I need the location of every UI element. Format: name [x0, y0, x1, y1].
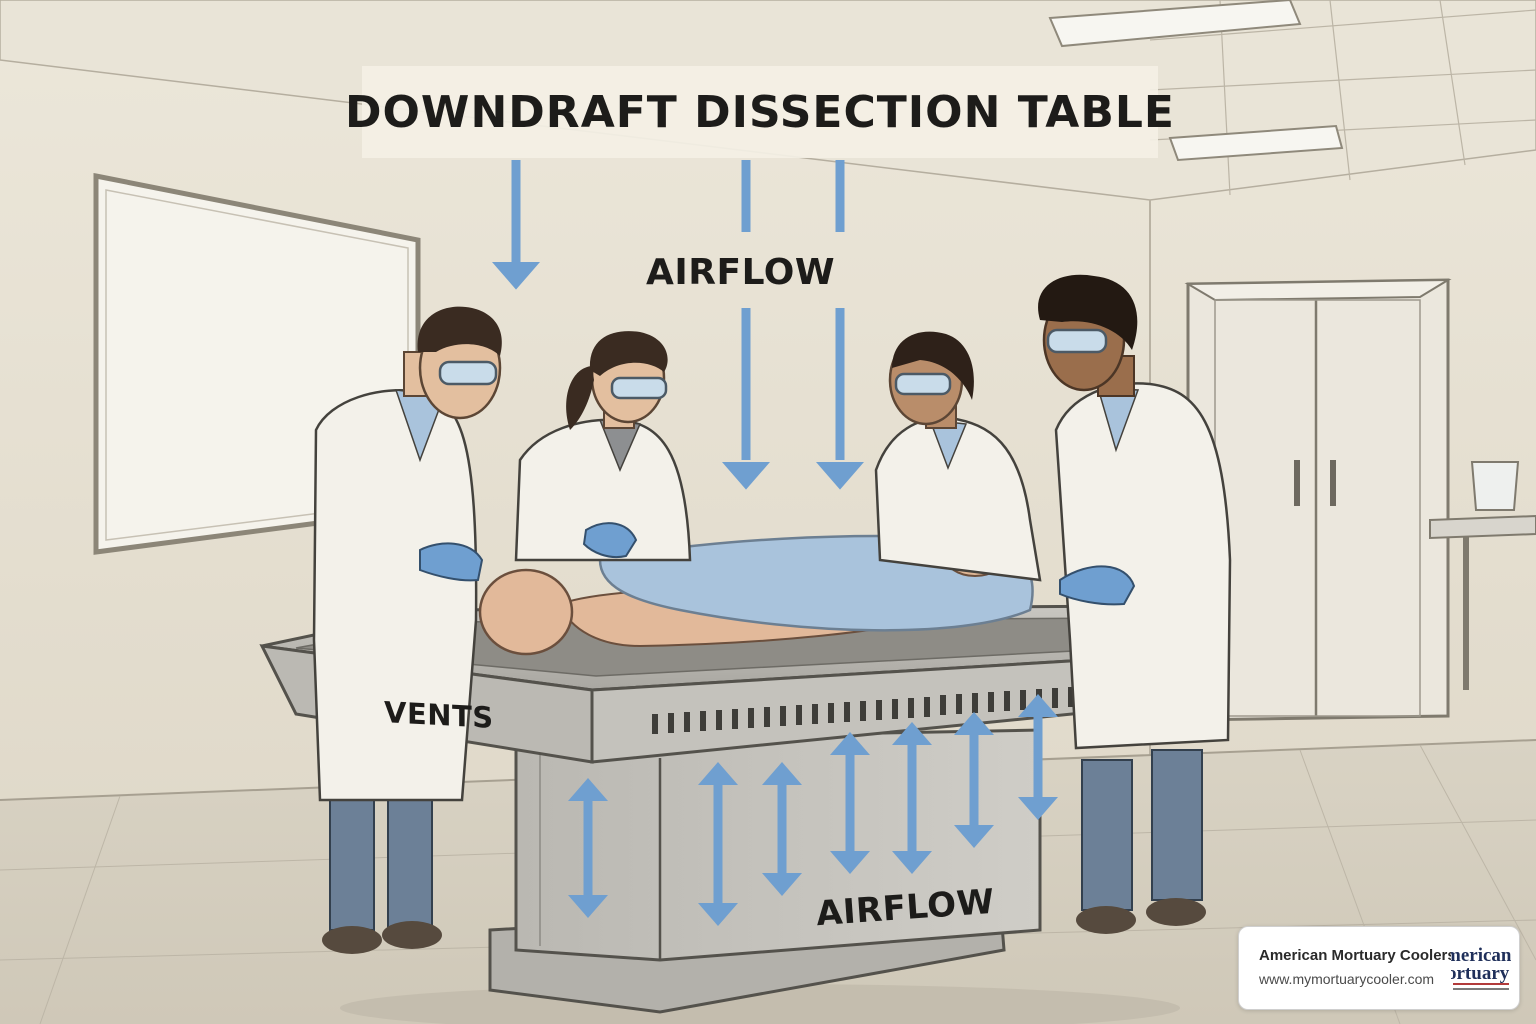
down-arrow-icon: [722, 160, 770, 490]
up-down-arrow-icon: [698, 762, 738, 926]
vent-airflow-arrows: [568, 694, 1058, 926]
glove: [582, 522, 638, 558]
safety-goggles-icon: [1046, 328, 1108, 354]
down-arrow-icon: [816, 160, 864, 490]
vents-label: VENTS: [384, 695, 494, 735]
cadaver-head: [478, 568, 574, 656]
glove: [419, 542, 484, 582]
diagram-title: DOWNDRAFT DISSECTION TABLE: [345, 86, 1175, 138]
student-2: [514, 331, 692, 562]
up-down-arrow-icon: [762, 762, 802, 896]
up-down-arrow-icon: [568, 778, 608, 918]
side-counter: [1429, 461, 1536, 690]
safety-goggles-icon: [438, 360, 498, 386]
student-4: [1038, 274, 1232, 934]
airflow-label-top: AIRFLOW: [646, 252, 836, 293]
lab-coat: [874, 416, 1042, 582]
brand-watermark: American Mortuary Coolers www.mymortuary…: [1238, 926, 1520, 1010]
title-banner: DOWNDRAFT DISSECTION TABLE: [345, 66, 1174, 158]
downdraft-arrows: [492, 160, 864, 490]
ceiling-grid: [1149, 0, 1536, 196]
svg-text:merican: merican: [1451, 945, 1511, 966]
hair: [892, 331, 974, 400]
table-vents: [652, 683, 1138, 734]
brand-logo: merican ortuary: [1451, 941, 1511, 995]
up-down-arrow-icon: [830, 732, 870, 874]
lab-coat: [1054, 382, 1232, 750]
safety-goggles-icon: [894, 372, 952, 396]
hair: [589, 331, 668, 376]
svg-text:ortuary: ortuary: [1451, 963, 1510, 984]
up-down-arrow-icon: [892, 722, 932, 874]
ceiling-light: [1048, 0, 1302, 48]
student-3: [874, 331, 1042, 582]
hair: [417, 306, 502, 356]
up-down-arrow-icon: [1018, 694, 1058, 820]
down-arrow-icon: [492, 160, 540, 290]
safety-goggles-icon: [610, 376, 668, 400]
up-down-arrow-icon: [954, 712, 994, 848]
glove: [1059, 565, 1136, 606]
hair: [1038, 274, 1138, 350]
brand-name: American Mortuary Coolers: [1259, 947, 1456, 964]
beaker-icon: [1470, 461, 1520, 511]
student-1: [312, 306, 502, 954]
lab-coat: [312, 389, 478, 802]
brand-url: www.mymortuarycooler.com: [1259, 971, 1435, 987]
ceiling-light: [1168, 124, 1344, 162]
